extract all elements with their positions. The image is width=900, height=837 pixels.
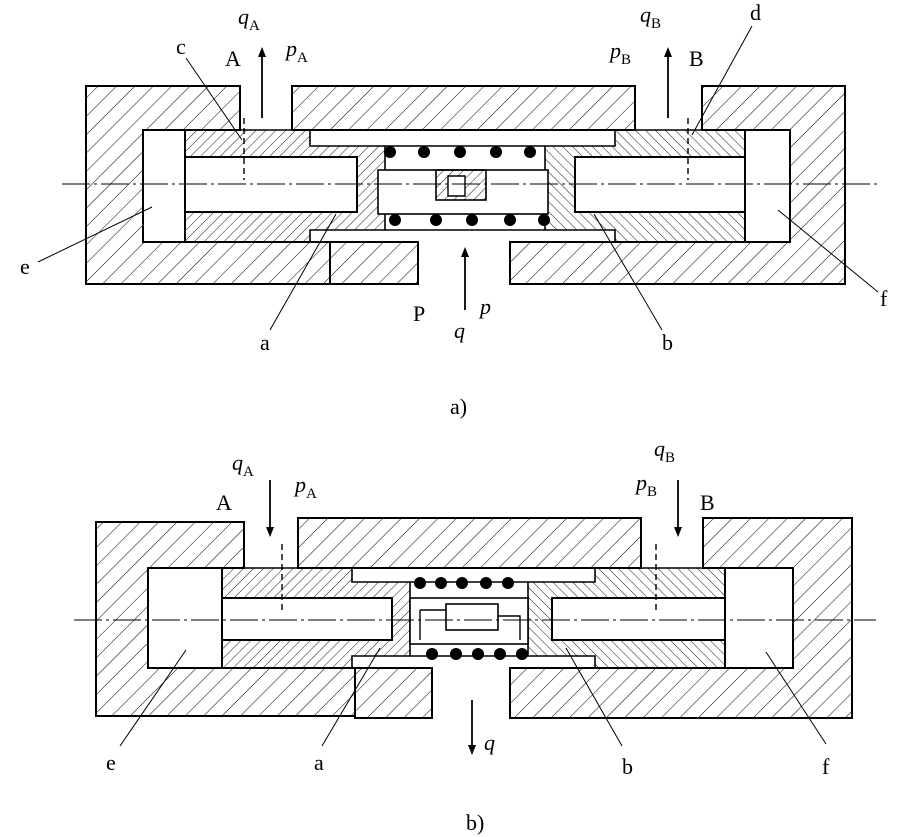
label-port-A-b: A	[216, 490, 232, 515]
label-qB-a: qB	[640, 2, 661, 32]
label-pB-b: pB	[634, 470, 657, 500]
label-f-a: f	[880, 286, 888, 311]
leader-b-a	[593, 213, 663, 331]
chamber-e-a	[142, 129, 186, 243]
leader-a-b	[321, 647, 381, 747]
label-d-a: d	[750, 0, 761, 25]
housing-bottom-left-b	[354, 667, 433, 719]
leader-d-a	[691, 25, 753, 136]
label-qB-b: qB	[654, 436, 675, 466]
label-q-b: q	[484, 730, 495, 755]
spring-bottom-a	[389, 214, 550, 226]
left-piston-b	[221, 597, 393, 641]
label-e-a: e	[20, 254, 30, 279]
chamber-f-a	[744, 129, 791, 243]
leader-a-a	[269, 213, 337, 331]
label-port-P-a: P	[413, 301, 425, 326]
spool-passage-a	[447, 175, 466, 197]
housing-top-b	[297, 517, 642, 569]
leader-e-a	[37, 206, 153, 263]
chamber-f-b	[724, 567, 794, 669]
figure-b: A B qA pA qB pB q e a b f b)	[74, 436, 876, 835]
label-port-A-a: A	[225, 46, 241, 71]
spool-core-b	[445, 603, 499, 631]
label-port-B-a: B	[689, 46, 704, 71]
label-pA-a: pA	[284, 36, 308, 66]
leader-e-b	[119, 649, 187, 747]
housing-top-a	[291, 85, 636, 131]
label-a-b: a	[314, 750, 324, 775]
label-p-a: p	[478, 294, 491, 319]
leader-f-b	[765, 651, 827, 745]
leader-c-a	[185, 57, 243, 141]
label-q-a: q	[454, 318, 465, 343]
leader-f-a	[777, 209, 879, 293]
label-b-a: b	[662, 330, 673, 355]
label-qA-a: qA	[238, 4, 260, 34]
label-pA-b: pA	[293, 472, 317, 502]
spring-top-a	[384, 146, 536, 158]
right-piston-b	[551, 597, 726, 641]
label-qA-b: qA	[232, 450, 254, 480]
caption-b: b)	[466, 810, 484, 835]
label-pB-a: pB	[608, 38, 631, 68]
caption-a: a)	[450, 394, 467, 419]
label-b-b: b	[622, 754, 633, 779]
label-port-B-b: B	[700, 490, 715, 515]
label-e-b: e	[106, 750, 116, 775]
spring-top-b	[414, 577, 514, 589]
figure-a: A B P qA pA qB pB q p c d e f a b a)	[20, 0, 888, 419]
label-f-b: f	[822, 754, 830, 779]
label-a-a: a	[260, 330, 270, 355]
leader-b-b	[565, 647, 623, 747]
spool-passage-b	[419, 609, 521, 640]
label-c-a: c	[176, 34, 186, 59]
chamber-e-b	[147, 567, 223, 669]
spring-bottom-b	[426, 648, 528, 660]
housing-bottom-left-a	[329, 241, 419, 285]
